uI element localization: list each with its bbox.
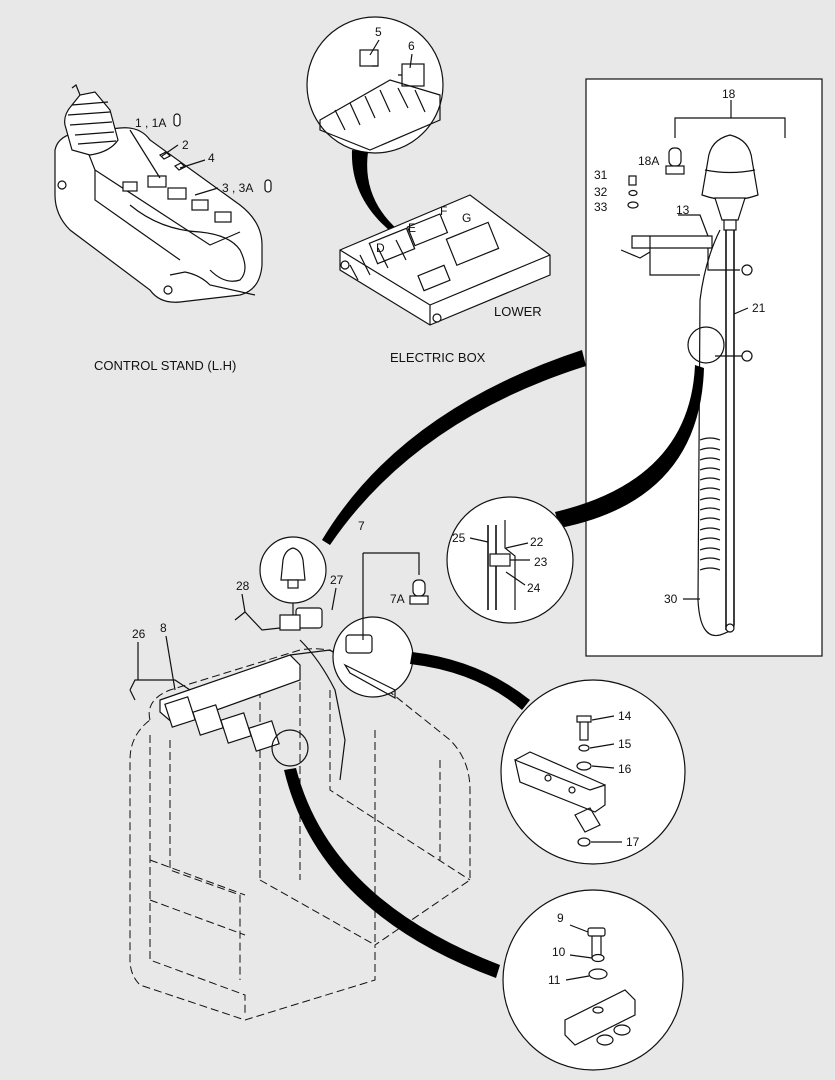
callout-2: 2	[182, 138, 189, 152]
callout-1-1a: 1 , 1A	[135, 116, 166, 130]
bulb-icon	[264, 179, 272, 193]
callout-6: 6	[408, 39, 415, 53]
coiled-cable	[699, 437, 721, 571]
control-stand-assembly	[54, 84, 272, 303]
lamp-detail-circle	[332, 616, 414, 700]
callout-11: 11	[548, 973, 561, 987]
box-letter-d: D	[376, 241, 385, 255]
callout-30: 30	[664, 592, 678, 606]
callout-8: 8	[160, 621, 167, 635]
callout-32: 32	[594, 185, 608, 199]
box-letter-e: E	[408, 221, 416, 235]
callout-31: 31	[594, 168, 608, 182]
box-letter-f: F	[440, 204, 447, 218]
caption-electric-box: ELECTRIC BOX	[390, 350, 486, 365]
work-light-bar	[129, 611, 391, 781]
callout-9: 9	[557, 911, 564, 925]
beacon-detail-panel	[585, 78, 823, 657]
beacon-mini-detail	[259, 536, 327, 625]
callout-21: 21	[752, 301, 766, 315]
callout-5: 5	[375, 25, 382, 39]
callout-15: 15	[618, 737, 632, 751]
electric-box-assembly	[339, 194, 551, 326]
bulb-icon	[409, 579, 429, 605]
bracket-detail-circle	[500, 679, 686, 865]
callout-10: 10	[552, 945, 566, 959]
box-letter-g: G	[462, 211, 471, 225]
callout-16: 16	[618, 762, 632, 776]
callout-7: 7	[358, 519, 365, 533]
callout-14: 14	[618, 709, 632, 723]
callout-25: 25	[452, 531, 466, 545]
callout-13: 13	[676, 203, 690, 217]
bulb-icon	[665, 147, 685, 175]
callout-17: 17	[626, 835, 640, 849]
caption-control-stand: CONTROL STAND (L.H)	[94, 358, 236, 373]
callout-33: 33	[594, 200, 608, 214]
callout-23: 23	[534, 555, 548, 569]
clamp-detail-circle	[446, 496, 574, 624]
cab-frame	[129, 648, 471, 1021]
bulb-icon	[173, 113, 181, 127]
callout-27: 27	[330, 573, 344, 587]
relay-detail-circle	[306, 16, 444, 154]
mount-detail-circle	[502, 889, 684, 1071]
callout-18a: 18A	[638, 154, 659, 168]
callout-4: 4	[208, 151, 215, 165]
caption-lower: LOWER	[494, 304, 542, 319]
callout-28: 28	[236, 579, 250, 593]
callout-24: 24	[527, 581, 541, 595]
callout-18: 18	[722, 87, 736, 101]
callout-3-3a: 3 , 3A	[222, 181, 253, 195]
callout-7a: 7A	[390, 592, 405, 606]
callout-22: 22	[530, 535, 544, 549]
callout-26: 26	[132, 627, 146, 641]
